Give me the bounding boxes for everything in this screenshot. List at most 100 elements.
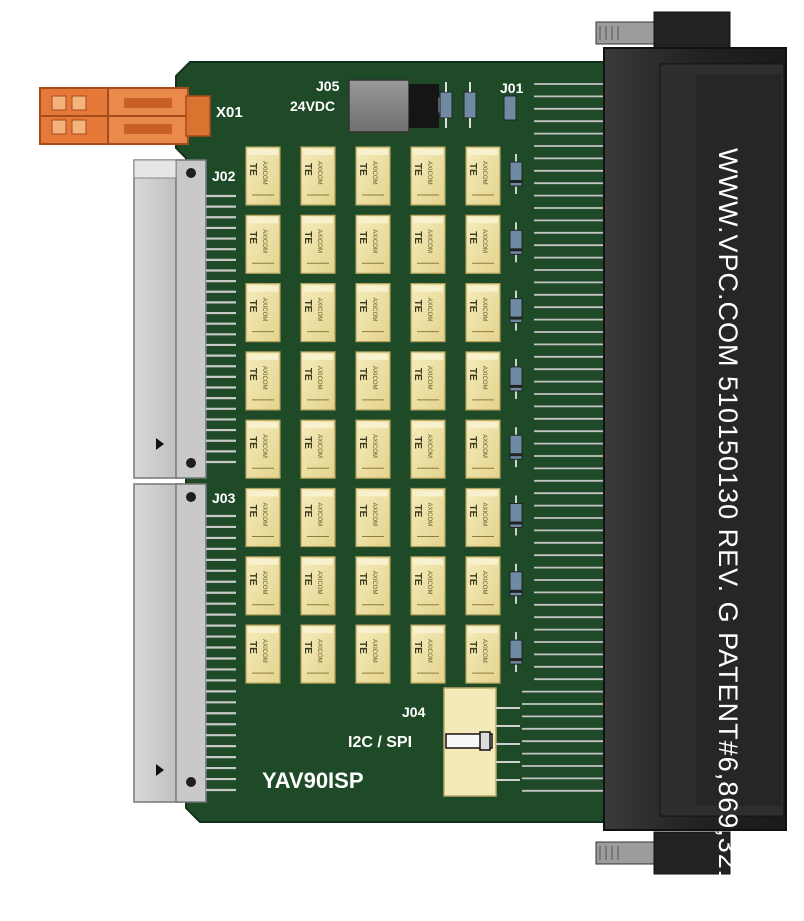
right-pin-leads (522, 83, 606, 792)
j05-small-components (439, 82, 517, 128)
diode (509, 632, 523, 673)
svg-text:TE: TE (467, 231, 478, 244)
svg-text:AXICOM: AXICOM (426, 503, 432, 527)
svg-text:AXICOM: AXICOM (261, 161, 267, 185)
svg-text:AXICOM: AXICOM (371, 161, 377, 185)
svg-text:AXICOM: AXICOM (261, 298, 267, 322)
svg-text:AXICOM: AXICOM (426, 229, 432, 253)
svg-text:TE: TE (302, 300, 313, 313)
svg-text:TE: TE (467, 300, 478, 313)
j04-header (443, 687, 520, 797)
diode (509, 222, 523, 263)
svg-text:TE: TE (357, 436, 368, 449)
svg-text:TE: TE (302, 368, 313, 381)
svg-text:AXICOM: AXICOM (371, 298, 377, 322)
svg-text:TE: TE (357, 231, 368, 244)
bus-label: I2C / SPI (348, 734, 413, 751)
svg-text:AXICOM: AXICOM (481, 503, 487, 527)
svg-text:AXICOM: AXICOM (371, 503, 377, 527)
svg-text:AXICOM: AXICOM (261, 571, 267, 595)
svg-text:TE: TE (247, 505, 258, 518)
svg-text:AXICOM: AXICOM (426, 571, 432, 595)
svg-text:TE: TE (412, 231, 423, 244)
j04-label: J04 (402, 704, 426, 720)
svg-text:TE: TE (302, 436, 313, 449)
svg-text:AXICOM: AXICOM (261, 503, 267, 527)
svg-text:TE: TE (412, 641, 423, 654)
left-pin-leads (206, 194, 236, 792)
svg-text:AXICOM: AXICOM (426, 366, 432, 390)
svg-text:AXICOM: AXICOM (316, 639, 322, 663)
j05-power-jack (348, 79, 450, 133)
svg-text:TE: TE (247, 641, 258, 654)
svg-text:AXICOM: AXICOM (371, 571, 377, 595)
svg-text:AXICOM: AXICOM (316, 298, 322, 322)
svg-text:TE: TE (467, 505, 478, 518)
pcb-board (175, 61, 613, 823)
j03-connector-body (133, 483, 207, 803)
svg-text:AXICOM: AXICOM (481, 161, 487, 185)
svg-text:AXICOM: AXICOM (261, 229, 267, 253)
svg-text:TE: TE (247, 231, 258, 244)
svg-text:AXICOM: AXICOM (261, 434, 267, 458)
side-marking: WWW.VPC.COM 510150130 REV. G PATENT#6,86… (713, 148, 743, 921)
svg-text:AXICOM: AXICOM (371, 229, 377, 253)
svg-text:AXICOM: AXICOM (261, 639, 267, 663)
svg-text:AXICOM: AXICOM (426, 639, 432, 663)
voltage-label: 24VDC (290, 98, 336, 114)
svg-text:TE: TE (302, 573, 313, 586)
svg-text:TE: TE (467, 573, 478, 586)
svg-text:AXICOM: AXICOM (481, 571, 487, 595)
diode-column (509, 154, 523, 673)
svg-text:TE: TE (357, 505, 368, 518)
svg-text:TE: TE (357, 300, 368, 313)
svg-text:AXICOM: AXICOM (371, 639, 377, 663)
svg-text:AXICOM: AXICOM (316, 229, 322, 253)
svg-text:TE: TE (357, 641, 368, 654)
svg-text:AXICOM: AXICOM (316, 366, 322, 390)
svg-text:TE: TE (412, 573, 423, 586)
model-label: YAV90ISP (262, 768, 364, 793)
diode (509, 427, 523, 468)
diode (509, 154, 523, 194)
svg-text:AXICOM: AXICOM (481, 434, 487, 458)
diode (509, 290, 523, 331)
diode (509, 495, 523, 536)
j03-label: J03 (212, 490, 236, 506)
svg-text:AXICOM: AXICOM (481, 298, 487, 322)
svg-text:AXICOM: AXICOM (426, 161, 432, 185)
svg-text:TE: TE (357, 368, 368, 381)
svg-text:TE: TE (247, 436, 258, 449)
j02-connector-body (133, 159, 207, 479)
svg-text:TE: TE (412, 368, 423, 381)
svg-text:TE: TE (412, 505, 423, 518)
svg-text:TE: TE (357, 573, 368, 586)
